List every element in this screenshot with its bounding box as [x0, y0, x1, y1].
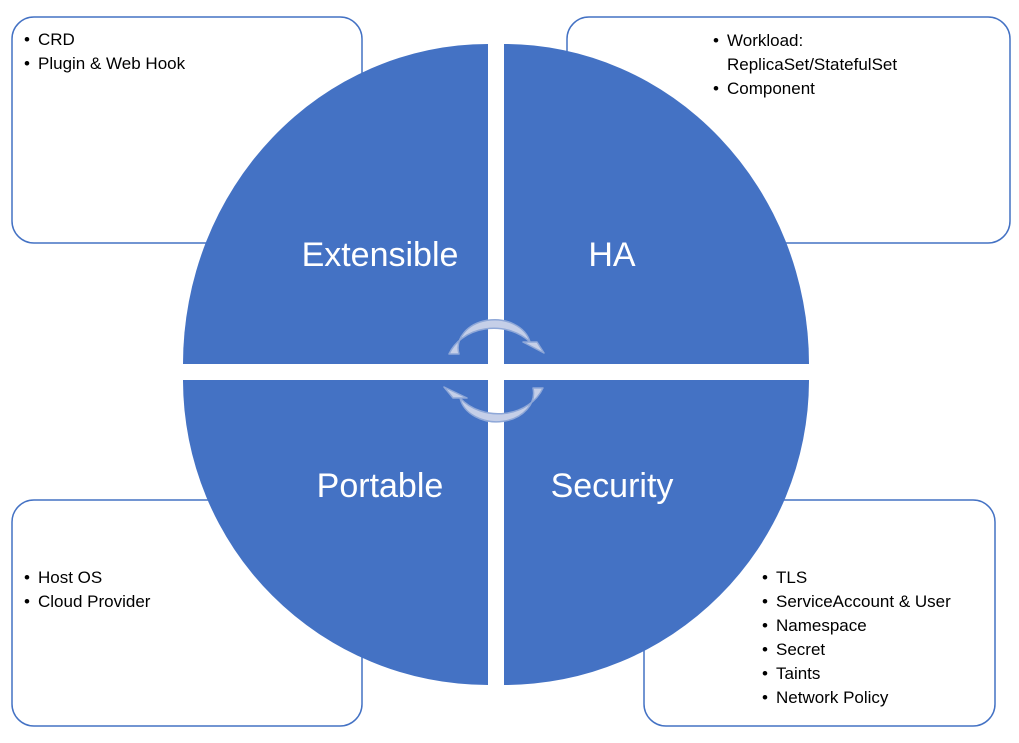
list-item: Cloud Provider	[24, 590, 344, 614]
list-item: Component	[713, 77, 993, 101]
upper-arc-arrow-icon	[448, 318, 545, 355]
list-item: Workload: ReplicaSet/StatefulSet	[713, 29, 927, 77]
quadrant-label-bottom-left: Portable	[317, 467, 444, 505]
callout-list-top-right: Workload: ReplicaSet/StatefulSet Compone…	[713, 29, 993, 101]
quadrant-top-left	[183, 44, 488, 364]
callout-list-bottom-left: Host OS Cloud Provider	[24, 566, 344, 614]
list-item: Secret	[762, 638, 987, 662]
quadrant-label-top-right: HA	[588, 236, 636, 274]
list-item: ServiceAccount & User	[762, 590, 987, 614]
quadrant-bottom-right	[504, 380, 809, 685]
list-item: Network Policy	[762, 686, 987, 710]
lower-arc-arrow-icon	[443, 386, 544, 423]
list-item: TLS	[762, 566, 987, 590]
callout-list-bottom-right: TLS ServiceAccount & User Namespace Secr…	[762, 566, 987, 710]
circular-arrows-icon	[443, 318, 545, 423]
list-item: Taints	[762, 662, 987, 686]
list-item: Namespace	[762, 614, 987, 638]
quadrant-label-top-left: Extensible	[302, 236, 459, 274]
callout-list-top-left: CRD Plugin & Web Hook	[24, 28, 344, 76]
quadrant-top-right	[504, 44, 809, 364]
quadrant-bottom-left	[183, 380, 488, 685]
quadrant-label-bottom-right: Security	[551, 467, 674, 505]
list-item: Plugin & Web Hook	[24, 52, 344, 76]
list-item: CRD	[24, 28, 344, 52]
list-item: Host OS	[24, 566, 344, 590]
